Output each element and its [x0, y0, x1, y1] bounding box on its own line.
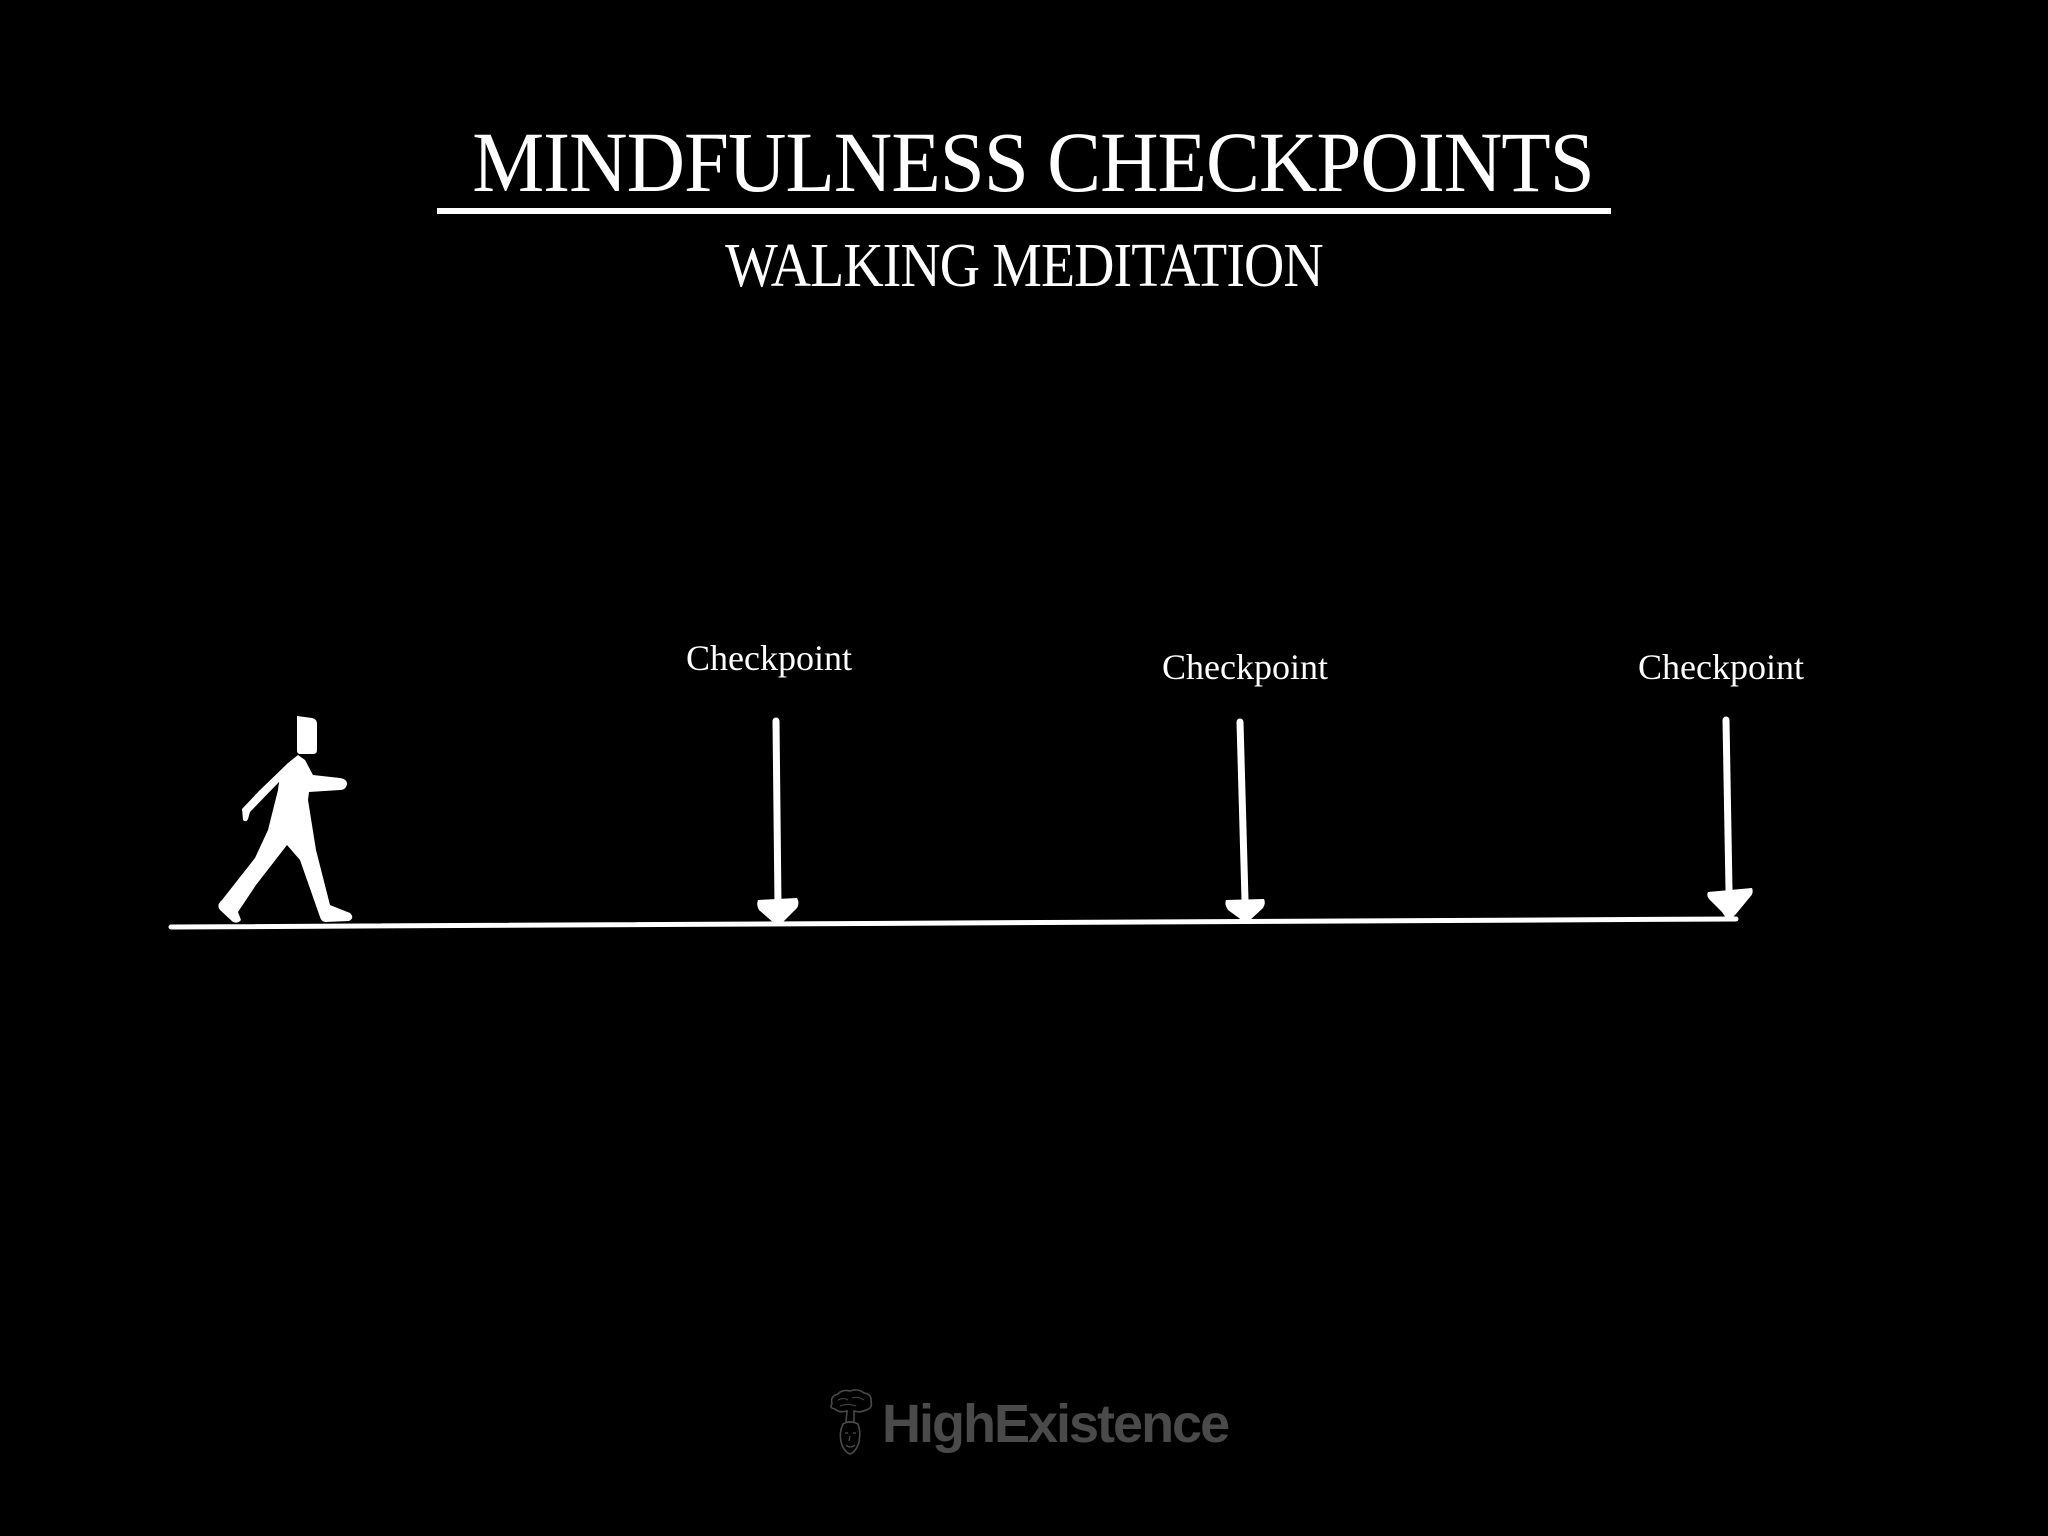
brand-logo[interactable]: HighExistence: [826, 1388, 1230, 1460]
ground-line: [168, 916, 1739, 930]
mushroom-cloud-face-logo-icon: [830, 1389, 873, 1455]
walking-person-icon: [218, 716, 353, 923]
page-subtitle: WALKING MEDITATION: [725, 232, 1324, 300]
title-underline: [437, 208, 1611, 214]
brand-name: HighExistence: [882, 1394, 1230, 1454]
checkpoint-label-1: Checkpoint: [686, 638, 852, 678]
checkpoint-arrow-2: [1225, 718, 1265, 921]
page-title: MINDFULNESS CHECKPOINTS: [472, 114, 1594, 210]
checkpoint-arrow-1: [757, 717, 799, 924]
checkpoint-label-3: Checkpoint: [1638, 647, 1804, 687]
checkpoint-arrow-3: [1707, 716, 1753, 918]
checkpoint-label-2: Checkpoint: [1162, 647, 1328, 687]
